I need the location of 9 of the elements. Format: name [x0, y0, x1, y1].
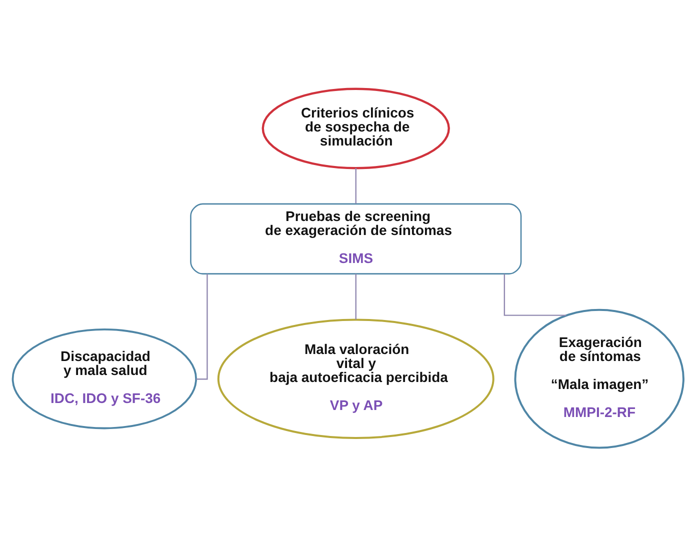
connector	[355, 168, 356, 204]
node-ellipse: Exageración de síntomas “Mala imagen” MMPI-2-RF	[514, 308, 684, 448]
node-box: Pruebas de screening de exageración de síntomas SIMS	[190, 202, 522, 274]
connector	[504, 273, 566, 316]
node-ellipse: Discapacidad y mala salud IDC, IDO y SF-36	[12, 328, 197, 429]
connector	[355, 273, 356, 320]
node-ellipse: Criterios clínicos de sospecha de simulación	[262, 87, 450, 169]
connector	[196, 273, 208, 380]
node-ellipse: Mala valoración vital y baja autoeficacia percibida VP y AP	[217, 318, 494, 439]
